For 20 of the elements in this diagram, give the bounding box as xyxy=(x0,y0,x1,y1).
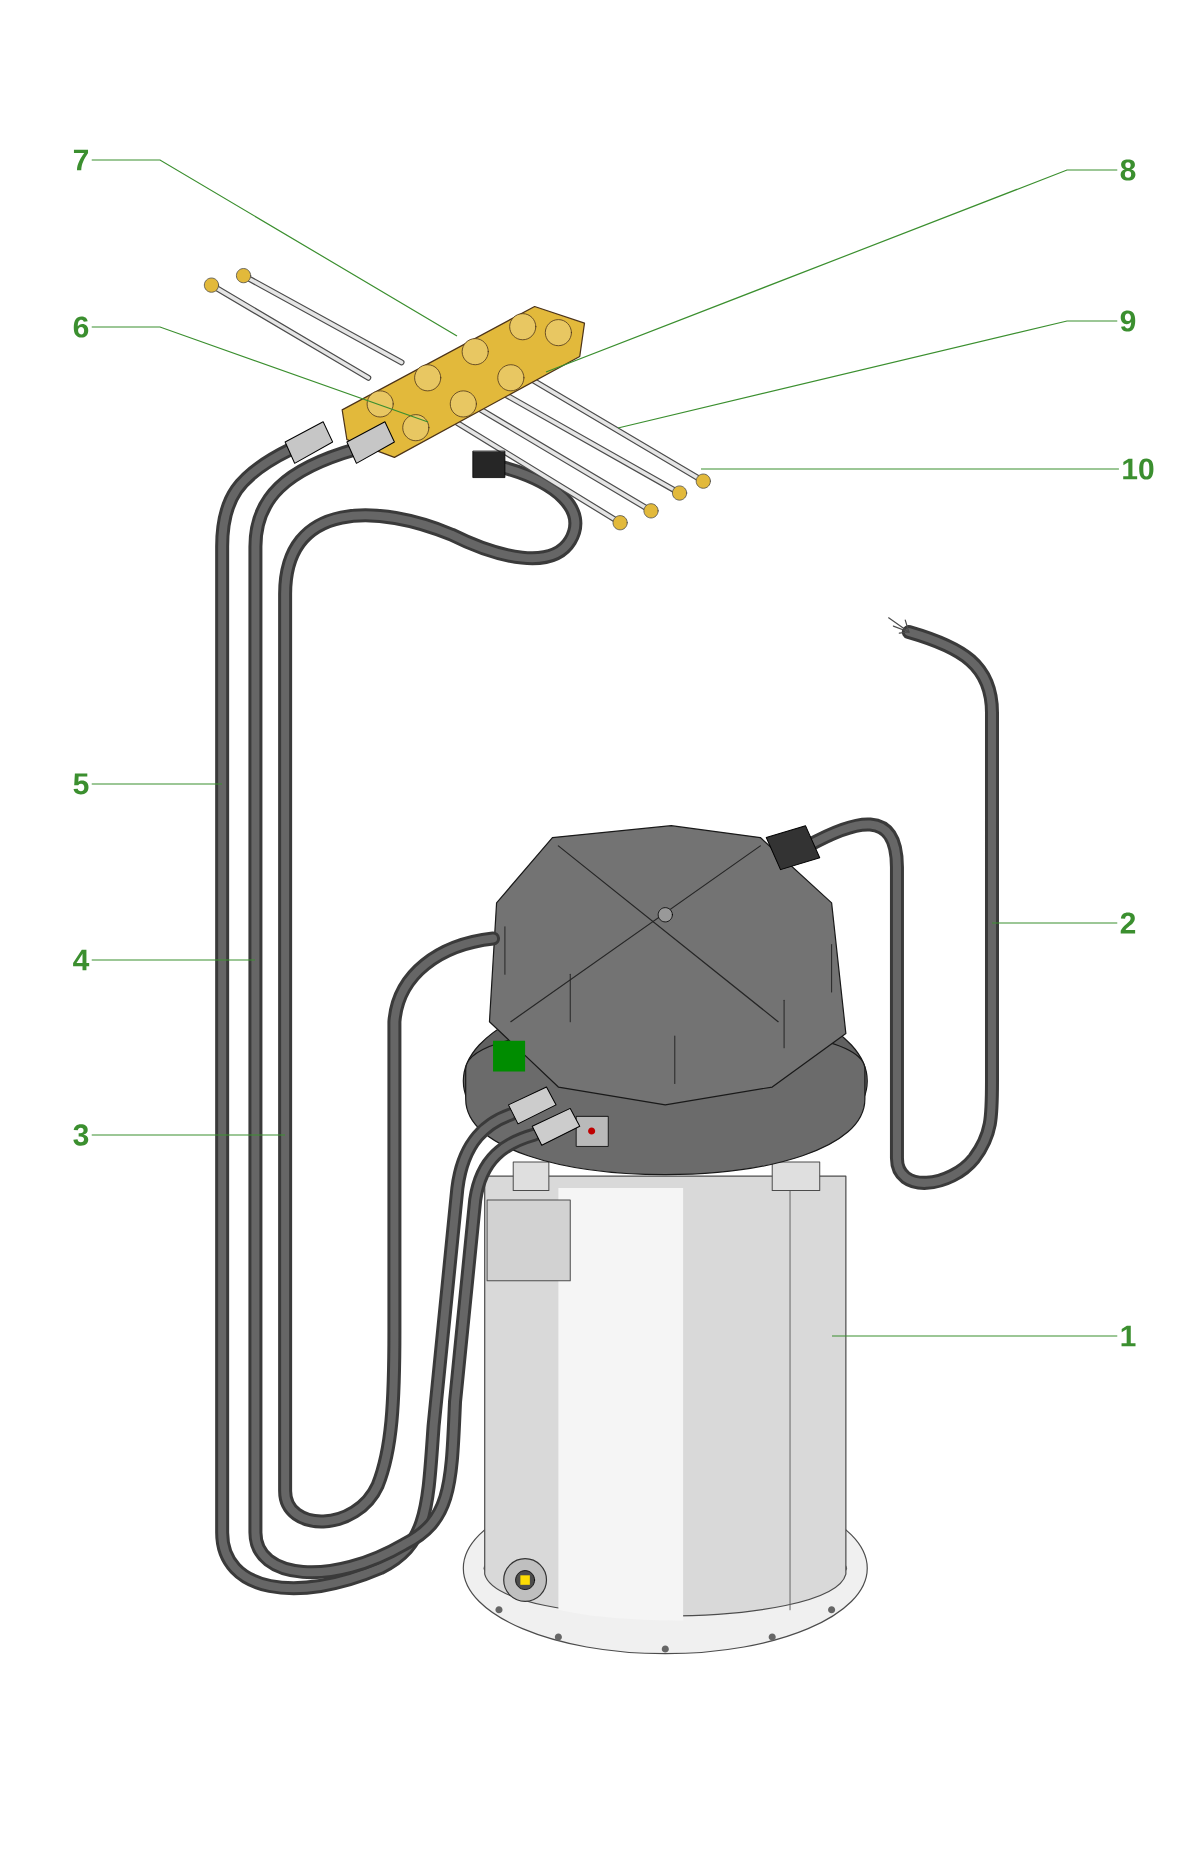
leader-line xyxy=(91,159,458,337)
callout-number: 5 xyxy=(73,773,89,795)
callout-number: 3 xyxy=(73,1124,89,1146)
callout-number: 8 xyxy=(1120,159,1136,181)
leader-line xyxy=(91,783,223,785)
callout-number: 9 xyxy=(1120,310,1136,332)
leader-line xyxy=(831,1335,1118,1337)
callout-number: 2 xyxy=(1120,912,1136,934)
leader-line xyxy=(545,169,1118,373)
leader-line xyxy=(617,320,1118,429)
leader-line xyxy=(991,922,1118,924)
leader-line xyxy=(91,959,256,961)
leader-line xyxy=(91,1134,286,1136)
leader-line xyxy=(700,468,1120,470)
callout-number: 1 xyxy=(1121,1325,1136,1347)
leader-line xyxy=(91,326,429,423)
callout-number: 6 xyxy=(73,316,89,338)
callout-number: 7 xyxy=(73,149,89,171)
callout-number: 10 xyxy=(1123,458,1154,480)
callout-number: 4 xyxy=(73,949,90,971)
